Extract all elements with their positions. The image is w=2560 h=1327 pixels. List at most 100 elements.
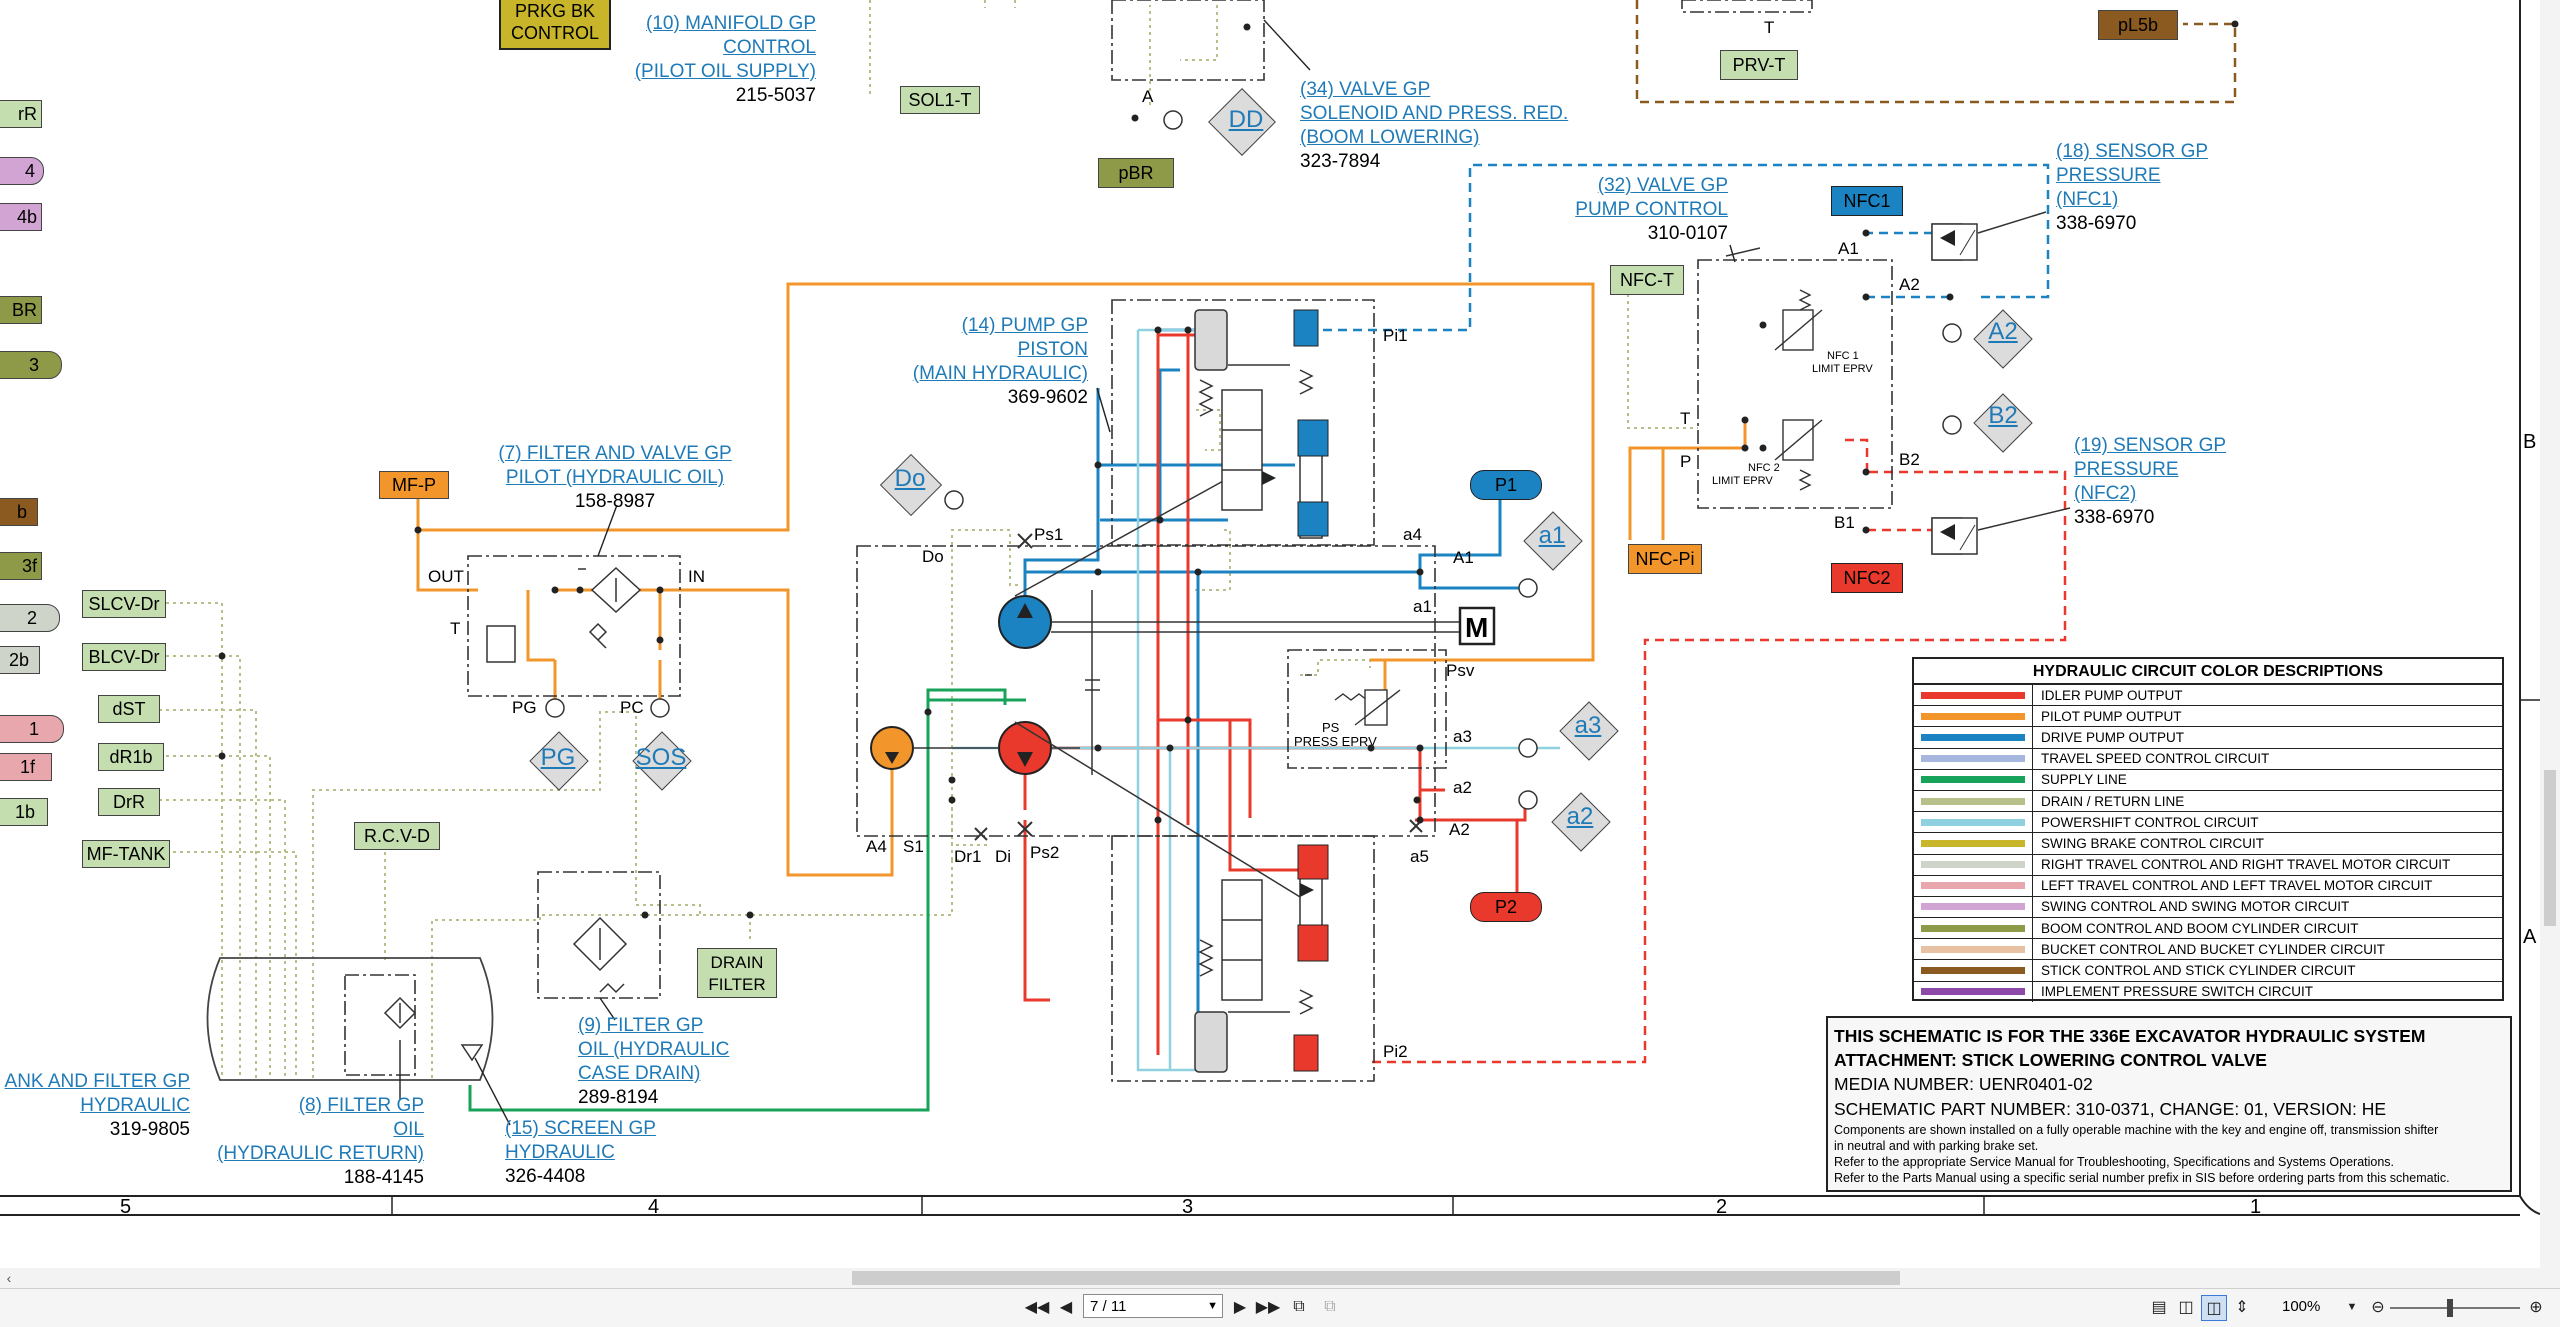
do-port-label: Do [922,547,944,566]
do-diamond-label[interactable]: Do [894,465,926,492]
nfc-b1-port: B1 [1834,513,1855,532]
horizontal-scroll-thumb[interactable] [852,1271,1900,1285]
legend-color-bar [1921,776,2025,784]
drr-tag: DrR [98,788,160,816]
legend-color-bar [1921,882,2025,890]
prv-t-tag: PRV-T [1720,50,1798,80]
zoom-slider-handle[interactable] [2447,1299,2453,1317]
legend-row: DRIVE PUMP OUTPUT [1914,727,2502,749]
dr1-label: Dr1 [954,847,981,866]
legend-row: LEFT TRAVEL CONTROL AND LEFT TRAVEL MOTO… [1914,875,2502,897]
legend-color-bar [1921,839,2025,847]
legend-swatch [1914,727,2033,748]
legend-label: TRAVEL SPEED CONTROL CIRCUIT [2041,751,2270,767]
zoom-slider[interactable] [2390,1307,2520,1309]
a-port-label: A [1142,87,1154,106]
info-note1: Components are shown installed on a full… [1834,1123,2439,1137]
legend-label: SUPPLY LINE [2041,772,2127,788]
b2-diamond-label[interactable]: B2 [1988,402,2018,429]
edge-tag-3: 3 [0,351,62,379]
legend-color-bar [1921,924,2025,932]
legend-row: BOOM CONTROL AND BOOM CYLINDER CIRCUIT [1914,918,2502,940]
p2-tag: P2 [1470,892,1542,922]
a1-diamond-label[interactable]: a1 [1538,522,1566,549]
valve34-label[interactable]: (34) VALVE GP SOLENOID AND PRESS. RED. (… [1300,79,1569,172]
legend-label: DRIVE PUMP OUTPUT [2041,729,2185,745]
fit-width-icon[interactable]: ⧉ [1324,1298,1336,1315]
two-page-icon[interactable]: ◫ [2178,1299,2194,1316]
color-legend: HYDRAULIC CIRCUIT COLOR DESCRIPTIONS IDL… [1912,657,2504,1002]
legend-swatch [1914,790,2033,812]
filter8-label[interactable]: (8) FILTER GP OIL (HYDRAULIC RETURN) 188… [217,1095,424,1188]
dst-tag: dST [98,695,160,723]
manifold-gp-label[interactable]: (10) MANIFOLD GP CONTROL (PILOT OIL SUPP… [634,13,816,106]
filter9-label[interactable]: (9) FILTER GP OIL (HYDRAULIC CASE DRAIN)… [578,1015,730,1108]
legend-swatch [1914,918,2033,939]
legend-label: POWERSHIFT CONTROL CIRCUIT [2041,814,2259,830]
sensor19-label[interactable]: (19) SENSOR GP PRESSURE (NFC2) [2074,435,2227,504]
screen15-label[interactable]: (15) SCREEN GP HYDRAULIC 326-4408 [505,1118,656,1187]
blcv-dr-tag: BLCV-Dr [82,643,166,671]
tank-label[interactable]: ANK AND FILTER GP HYDRAULIC 319-9805 [4,1071,190,1140]
zoom-out-icon[interactable]: ⊖ [2371,1299,2385,1316]
page-number-input[interactable]: 7 / 11▼ [1083,1294,1223,1318]
a3-diamond-label[interactable]: a3 [1574,712,1602,739]
valve32-label[interactable]: (32) VALVE GP PUMP CONTROL 310-0107 [1575,175,1728,244]
p1-tag: P1 [1470,470,1542,500]
horizontal-scrollbar[interactable]: ‹ [0,1268,2540,1288]
legend-color-bar [1921,818,2025,826]
zone-5: 5 [120,1196,131,1218]
single-page-icon[interactable]: ▤ [2151,1299,2167,1316]
sos-diamond-label[interactable]: SOS [635,744,687,771]
row-letter-b: B [2523,431,2536,453]
legend-row: PILOT PUMP OUTPUT [1914,706,2502,728]
scroll-left-icon[interactable]: ‹ [6,1270,12,1286]
legend-label: IDLER PUMP OUTPUT [2041,687,2183,703]
a2-diamond-label[interactable]: A2 [1988,318,2018,345]
a2-diamond-lower-label[interactable]: a2 [1566,803,1594,830]
motor-m: M [1465,612,1488,643]
zoom-dropdown-icon[interactable]: ▼ [2346,1301,2358,1313]
info-part: SCHEMATIC PART NUMBER: 310-0371, CHANGE:… [1834,1099,2387,1119]
legend-label: LEFT TRAVEL CONTROL AND LEFT TRAVEL MOTO… [2041,878,2433,894]
first-page-icon[interactable]: ◀◀ [1024,1299,1050,1316]
info-line1: THIS SCHEMATIC IS FOR THE 336E EXCAVATOR… [1834,1026,2426,1046]
legend-label: PILOT PUMP OUTPUT [2041,708,2182,724]
fit-page-icon[interactable]: ⧉ [1293,1298,1305,1315]
sensor18-label[interactable]: (18) SENSOR GP PRESSURE (NFC1) 338-6970 [2056,141,2209,234]
scroll-icon[interactable]: ⇕ [2235,1299,2249,1316]
last-page-icon[interactable]: ▶▶ [1255,1299,1281,1316]
prev-page-icon[interactable]: ◀ [1059,1299,1073,1316]
edge-tag-1: 1 [0,715,64,743]
zone-3: 3 [1182,1196,1193,1218]
pi2-label: Pi2 [1383,1042,1408,1061]
dd-label[interactable]: DD [1228,106,1264,133]
zoom-level[interactable]: 100% [2282,1298,2321,1315]
legend-swatch [1914,812,2033,833]
continuous-icon[interactable]: ◫ [2201,1295,2227,1321]
next-page-icon[interactable]: ▶ [1233,1299,1247,1316]
rcvd-tag: R.C.V-D [354,822,440,850]
vertical-scroll-thumb[interactable] [2544,770,2556,926]
pump14-label[interactable]: (14) PUMP GP PISTON (MAIN HYDRAULIC) 369… [912,315,1088,408]
psv-label: Psv [1446,661,1475,680]
mf-tank-tag: MF-TANK [82,840,170,868]
pbr-tag: pBR [1098,158,1174,188]
legend-swatch [1914,748,2033,769]
hydraulic-schematic: 5 4 3 2 1 B A [0,0,2540,1218]
pg-diamond-label[interactable]: PG [540,744,576,771]
zoom-in-icon[interactable]: ⊕ [2529,1299,2543,1316]
filter7-label[interactable]: (7) FILTER AND VALVE GP PILOT (HYDRAULIC… [498,443,732,512]
legend-color-bar [1921,712,2025,720]
edge-tag-b: b [0,498,38,526]
edge-tag-rr: rR [0,100,42,128]
mf-p-tag: MF-P [379,471,449,499]
info-note2: in neutral and with parking brake set. [1834,1139,2039,1153]
legend-row: IDLER PUMP OUTPUT [1914,685,2502,707]
legend-swatch [1914,706,2033,727]
page-dropdown-icon[interactable]: ▼ [1207,1300,1218,1312]
nfc1-tag: NFC1 [1831,186,1903,216]
vertical-scrollbar[interactable] [2540,0,2560,1288]
